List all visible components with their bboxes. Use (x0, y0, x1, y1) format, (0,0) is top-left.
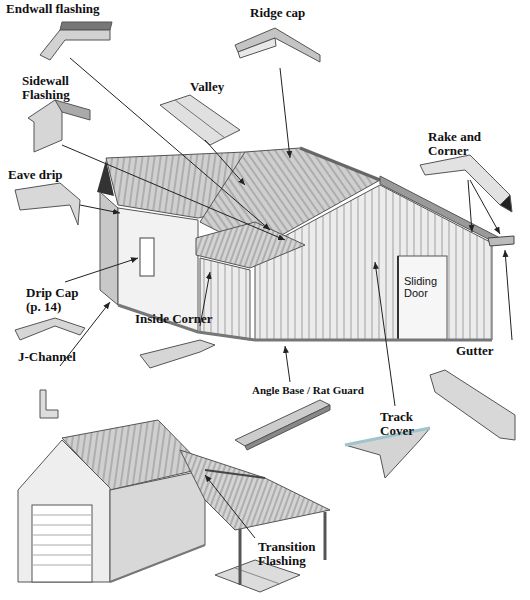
illustration-part (40, 390, 58, 418)
illustration-part (28, 100, 62, 152)
illustration-part (205, 470, 265, 478)
illustration-part (397, 256, 399, 340)
leader-lines (60, 58, 512, 538)
illustration-part (32, 515, 92, 516)
illustration-part (255, 185, 492, 340)
illustration-part (32, 535, 92, 536)
illustration-part (140, 238, 154, 276)
illustration-part (505, 250, 512, 340)
part-label: Sidewall Flashing (22, 74, 84, 101)
illustration-part (398, 256, 447, 340)
illustration-part (238, 38, 276, 58)
part-label: Angle Base / Rat Guard (252, 385, 412, 397)
illustration-part (500, 195, 512, 212)
illustration-part (488, 236, 514, 246)
illustration-part (140, 340, 215, 368)
illustration-part (420, 155, 510, 205)
illustration-part (235, 400, 330, 446)
illustration-part (300, 148, 380, 180)
illustration-part (205, 140, 245, 185)
illustration-part (100, 192, 118, 305)
illustration-part (430, 370, 515, 440)
part-label: Inside Corner (135, 312, 235, 326)
illustration-part (65, 258, 138, 282)
illustration-part (470, 180, 500, 234)
illustration-part (375, 262, 395, 406)
part-label: J-Channel (18, 350, 98, 364)
part-label: Rake and Corner (428, 130, 500, 157)
illustration-part (32, 505, 92, 582)
illustration-part (32, 525, 92, 526)
illustration-part (324, 512, 327, 560)
illustration-part (55, 100, 90, 120)
illustration-part (118, 305, 492, 340)
part-label: Drip Cap (p. 14) (26, 286, 88, 313)
part-label: Sliding Door (404, 276, 446, 299)
part-label: Transition Flashing (258, 540, 338, 567)
part-label: Endwall flashing (6, 2, 126, 16)
illustration-part (180, 450, 330, 530)
illustration-part (60, 22, 112, 30)
illustration-part (40, 30, 110, 60)
illustration-part (235, 568, 280, 584)
main-building (97, 148, 514, 340)
illustration-part (32, 565, 92, 566)
illustration-part (280, 68, 290, 158)
illustration-part (15, 318, 85, 340)
trim-pieces (15, 22, 515, 592)
illustration-part (235, 28, 320, 62)
illustration-part (175, 100, 225, 138)
illustration-part (468, 180, 472, 232)
part-label: Track Cover (380, 410, 432, 437)
illustration-part (18, 440, 110, 582)
part-label: Gutter (456, 344, 508, 358)
illustration-part (110, 545, 205, 582)
illustration-part (285, 346, 290, 382)
illustration-part (239, 529, 242, 585)
illustration-part (70, 58, 270, 230)
illustration-part (205, 475, 255, 538)
part-label: Ridge cap (250, 6, 330, 20)
illustration-part (80, 205, 120, 213)
illustration-part (245, 405, 330, 450)
illustration-part (200, 258, 250, 340)
illustration-part (110, 470, 205, 582)
part-label: Eave drip (8, 168, 88, 182)
illustration-part (160, 95, 240, 145)
illustration-part (15, 183, 80, 225)
illustration-part (32, 545, 92, 546)
part-label: Valley (190, 80, 250, 94)
illustration-part (62, 145, 285, 240)
illustration-part (32, 555, 92, 556)
